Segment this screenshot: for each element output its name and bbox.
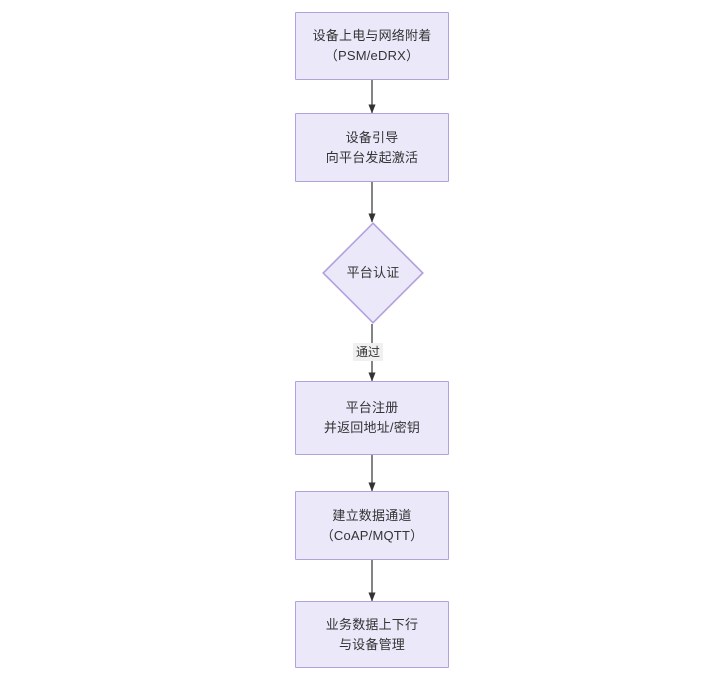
node-label-line: 与设备管理 — [338, 636, 405, 652]
node-label-line: （PSM/eDRX） — [324, 48, 420, 63]
node-label-line: 平台认证 — [346, 265, 400, 280]
node-establish-data-channel[interactable]: 建立数据通道 （CoAP/MQTT） — [295, 491, 449, 560]
edge-label-pass: 通过 — [353, 343, 384, 361]
node-label: 业务数据上下行 与设备管理 — [326, 615, 418, 655]
node-label: 平台注册 并返回地址/密钥 — [324, 398, 420, 438]
node-platform-registration[interactable]: 平台注册 并返回地址/密钥 — [295, 381, 449, 455]
node-label-line: 并返回地址/密钥 — [323, 420, 421, 435]
node-label: 设备引导 向平台发起激活 — [326, 128, 418, 168]
node-label: 设备上电与网络附着 （PSM/eDRX） — [313, 26, 432, 66]
node-label-line: 设备上电与网络附着 — [312, 28, 432, 43]
diamond-icon — [322, 222, 424, 324]
node-platform-authentication[interactable]: 平台认证 — [322, 222, 424, 324]
node-label-line: 平台注册 — [345, 400, 399, 415]
node-label-line: 向平台发起激活 — [325, 149, 419, 165]
node-device-power-on[interactable]: 设备上电与网络附着 （PSM/eDRX） — [295, 12, 449, 80]
node-label-line: 业务数据上下行 — [325, 616, 419, 632]
node-label-line: 设备引导 — [345, 129, 399, 145]
node-label-line: 建立数据通道 — [332, 507, 412, 523]
node-business-data-and-device-management[interactable]: 业务数据上下行 与设备管理 — [295, 601, 449, 668]
node-label: 建立数据通道 （CoAP/MQTT） — [321, 506, 424, 546]
node-device-bootstrap[interactable]: 设备引导 向平台发起激活 — [295, 113, 449, 182]
node-label-line: （CoAP/MQTT） — [320, 527, 424, 543]
